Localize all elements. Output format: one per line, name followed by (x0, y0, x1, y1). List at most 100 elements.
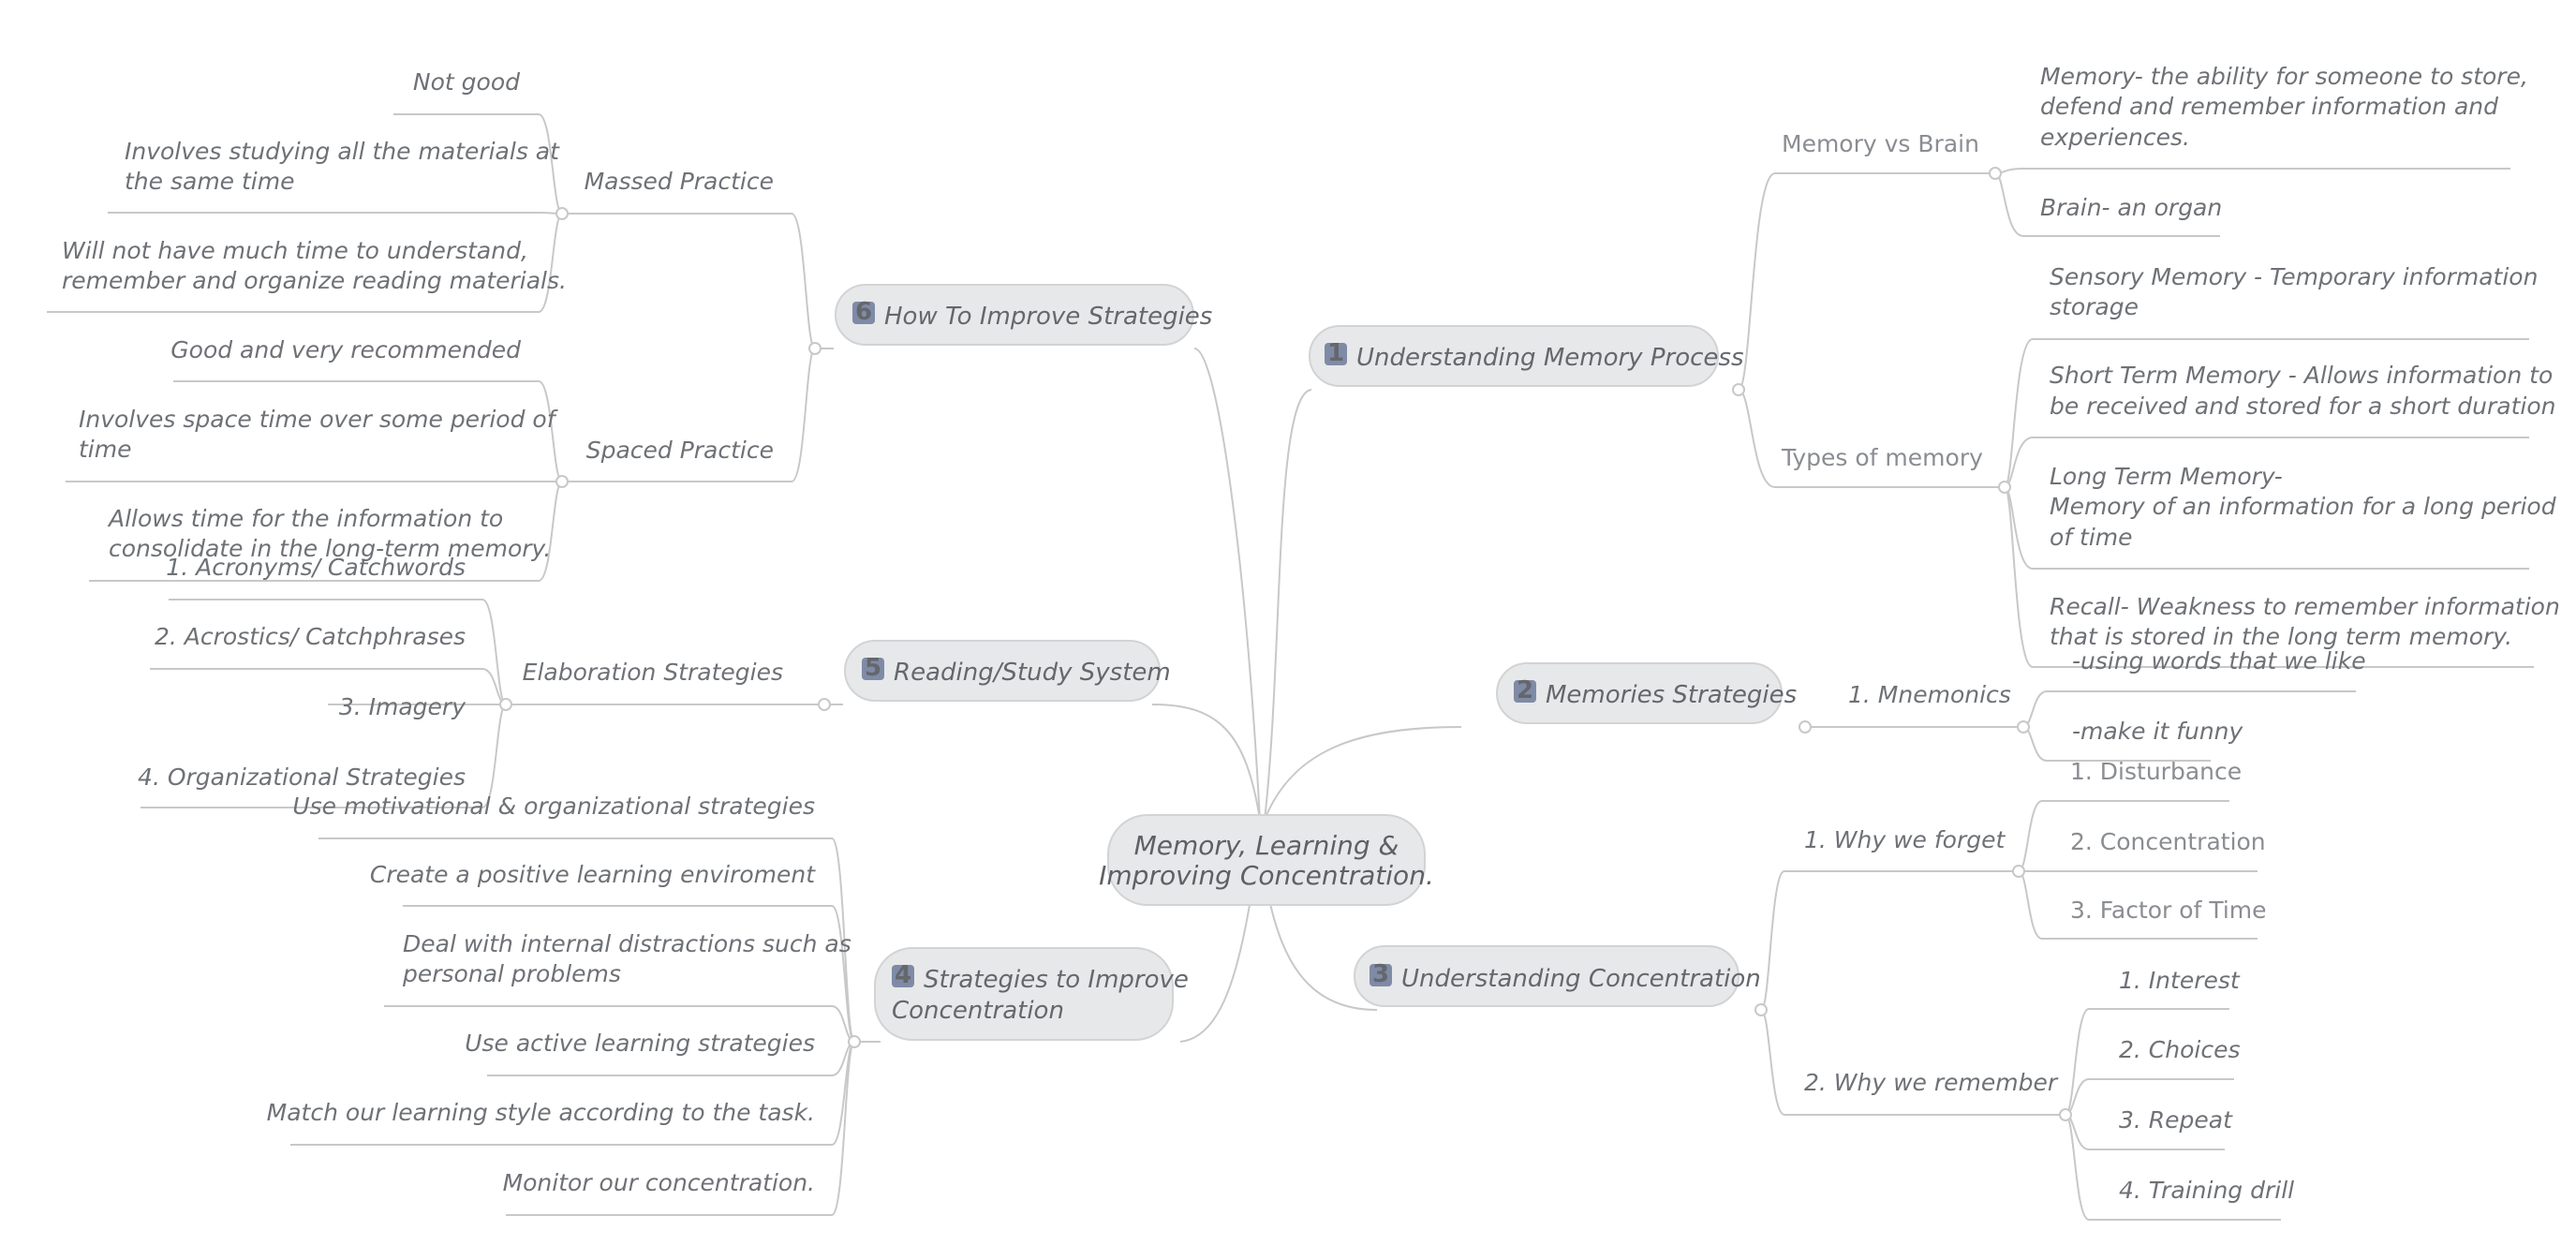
badge-2-number: 2 (1517, 676, 1533, 704)
leaf-text-line: defend and remember information and (2040, 93, 2498, 120)
subtopic-spaced-practice[interactable]: Spaced Practice (586, 437, 774, 464)
subtopic-types-of-memory[interactable]: Types of memory (1781, 444, 1983, 471)
subtopic-why-we-forget[interactable]: 1. Why we forget (1804, 826, 2006, 853)
leaf-text-line: 1. Acronyms/ Catchwords (166, 554, 466, 581)
topic-1-label: Understanding Memory Process (1356, 344, 1744, 372)
leaf-training-drill[interactable]: 4. Training drill (2119, 1177, 2294, 1204)
leaf-text-line: consolidate in the long-term memory. (109, 535, 551, 562)
leaf-text-line: 4. Training drill (2119, 1177, 2294, 1204)
leaf-sensory-memory[interactable]: Sensory Memory - Temporary information s… (2050, 263, 2538, 320)
leaf-interest[interactable]: 1. Interest (2119, 967, 2241, 994)
leaf-text-line: Long Term Memory- (2050, 463, 2283, 490)
leaf-text-line: Deal with internal distractions such as (403, 930, 851, 957)
leaf-text-line: 1. Interest (2119, 967, 2241, 994)
topic-strategies-to-improve-concentration[interactable]: 4 Strategies to Improve Concentration (874, 947, 1189, 1041)
leaf-text-line: Use active learning strategies (465, 1030, 815, 1057)
topic-how-to-improve-strategies[interactable]: 6 How To Improve Strategies (835, 284, 1212, 346)
subtopic-memory-vs-brain[interactable]: Memory vs Brain (1782, 130, 1979, 157)
leaf-organizational-strategies[interactable]: 4. Organizational Strategies (138, 763, 466, 791)
leaf-text-line: Involves studying all the materials at (125, 138, 560, 165)
topic-memories-strategies[interactable]: 2 Memories Strategies (1496, 662, 1797, 724)
leaf-internal-distractions[interactable]: Deal with internal distractions such as … (402, 930, 851, 987)
leaf-not-much-time[interactable]: Will not have much time to understand, r… (62, 237, 567, 294)
leaf-text-line: personal problems (402, 960, 621, 987)
leaf-good-and-recommended[interactable]: Good and very recommended (170, 336, 521, 363)
number-1-icon (1325, 343, 1347, 365)
leaf-text-line: 3. Repeat (2119, 1106, 2233, 1134)
badge-1-number: 1 (1327, 339, 1344, 367)
leaf-text-line: time (79, 436, 131, 463)
why-we-remember-label: 2. Why we remember (1804, 1069, 2059, 1096)
leaf-imagery[interactable]: 3. Imagery (339, 693, 466, 720)
leaf-brain-definition[interactable]: Brain- an organ (2040, 194, 2222, 221)
leaf-text-line: of time (2050, 524, 2133, 551)
leaf-text-line: Use motivational & organizational strate… (292, 793, 815, 820)
leaf-long-term-memory[interactable]: Long Term Memory- Memory of an informati… (2050, 463, 2556, 551)
central-topic[interactable]: Memory, Learning & Improving Concentrati… (1099, 814, 1434, 906)
leaf-concentration[interactable]: 2. Concentration (2070, 828, 2266, 855)
number-3-icon (1369, 964, 1392, 986)
spaced-practice-label: Spaced Practice (586, 437, 774, 464)
leaf-text-line: -using words that we like (2072, 647, 2366, 674)
number-2-icon (1514, 680, 1536, 703)
leaf-text-line: Brain- an organ (2040, 194, 2222, 221)
leaf-acrostics[interactable]: 2. Acrostics/ Catchphrases (155, 623, 466, 650)
badge-4-number: 4 (895, 961, 911, 989)
leaf-match-learning-style[interactable]: Match our learning style according to th… (267, 1099, 815, 1126)
central-topic-line-2: Improving Concentration. (1099, 860, 1434, 891)
subtopic-massed-practice[interactable]: Massed Practice (585, 168, 774, 195)
leaf-repeat[interactable]: 3. Repeat (2119, 1106, 2233, 1134)
leaf-text-line: Sensory Memory - Temporary information (2050, 263, 2538, 290)
leaf-short-term-memory[interactable]: Short Term Memory - Allows information t… (2050, 362, 2555, 420)
badge-6-number: 6 (855, 298, 872, 326)
leaf-text-line: 3. Imagery (339, 693, 466, 720)
leaf-text-line: that is stored in the long term memory. (2050, 623, 2512, 650)
junction-dots (499, 167, 2072, 1121)
topic-2-label: Memories Strategies (1546, 681, 1797, 709)
topic-reading-study-system[interactable]: 5 Reading/Study System (844, 640, 1171, 702)
leaf-text-line: 1. Disturbance (2070, 758, 2242, 785)
leaf-use-motivational-strategies[interactable]: Use motivational & organizational strate… (292, 793, 815, 820)
leaf-active-learning[interactable]: Use active learning strategies (465, 1030, 815, 1057)
central-topic-line-1: Memory, Learning & (1134, 830, 1399, 861)
leaf-text-line: Short Term Memory - Allows information t… (2050, 362, 2553, 389)
leaf-studying-all-materials[interactable]: Involves studying all the materials at t… (125, 138, 560, 195)
leaf-text-line: Create a positive learning enviroment (370, 861, 816, 888)
number-5-icon (862, 658, 884, 680)
subtopic-elaboration-strategies[interactable]: Elaboration Strategies (523, 659, 783, 686)
leaf-text-line: 2. Acrostics/ Catchphrases (155, 623, 466, 650)
badge-5-number: 5 (865, 654, 881, 682)
leaf-using-words-we-like[interactable]: -using words that we like (2072, 647, 2366, 674)
topic-5-label: Reading/Study System (894, 659, 1171, 687)
leaf-text-line: experiences. (2040, 124, 2190, 151)
leaf-memory-definition[interactable]: Memory- the ability for someone to store… (2040, 63, 2528, 151)
leaf-text-line: 4. Organizational Strategies (138, 763, 466, 791)
memory-vs-brain-label: Memory vs Brain (1782, 130, 1979, 157)
leaf-text-line: -make it funny (2072, 718, 2244, 745)
leaf-recall[interactable]: Recall- Weakness to remember information… (2050, 593, 2560, 650)
leaf-text-line: Allows time for the information to (107, 505, 503, 532)
topic-understanding-memory-process[interactable]: 1 Understanding Memory Process (1309, 325, 1744, 387)
leaf-text-line: 2. Choices (2119, 1036, 2241, 1063)
leaf-factor-of-time[interactable]: 3. Factor of Time (2070, 897, 2267, 924)
leaf-not-good[interactable]: Not good (413, 68, 520, 96)
types-of-memory-label: Types of memory (1781, 444, 1983, 471)
leaf-positive-learning-environment[interactable]: Create a positive learning enviroment (370, 861, 816, 888)
leaf-allows-time-to-consolidate[interactable]: Allows time for the information to conso… (107, 505, 551, 562)
leaf-acronyms[interactable]: 1. Acronyms/ Catchwords (166, 554, 466, 581)
topic-understanding-concentration[interactable]: 3 Understanding Concentration (1354, 945, 1761, 1007)
leaf-text-line: Recall- Weakness to remember information (2050, 593, 2560, 620)
leaf-monitor-concentration[interactable]: Monitor our concentration. (503, 1169, 815, 1196)
leaf-choices[interactable]: 2. Choices (2119, 1036, 2241, 1063)
leaf-text-line: be received and stored for a short durat… (2050, 393, 2555, 420)
number-6-icon (852, 302, 875, 324)
leaf-make-it-funny[interactable]: -make it funny (2072, 718, 2244, 745)
leaf-text-line: 3. Factor of Time (2070, 897, 2267, 924)
subtopic-why-we-remember[interactable]: 2. Why we remember (1804, 1069, 2059, 1096)
leaf-text-line: Memory- the ability for someone to store… (2040, 63, 2528, 90)
subtopic-mnemonics[interactable]: 1. Mnemonics (1848, 681, 2011, 708)
leaf-disturbance[interactable]: 1. Disturbance (2070, 758, 2242, 785)
leaf-text-line: the same time (125, 168, 294, 195)
leaf-involves-space-time[interactable]: Involves space time over some period of … (79, 406, 558, 463)
leaf-text-line: remember and organize reading materials. (62, 267, 567, 294)
